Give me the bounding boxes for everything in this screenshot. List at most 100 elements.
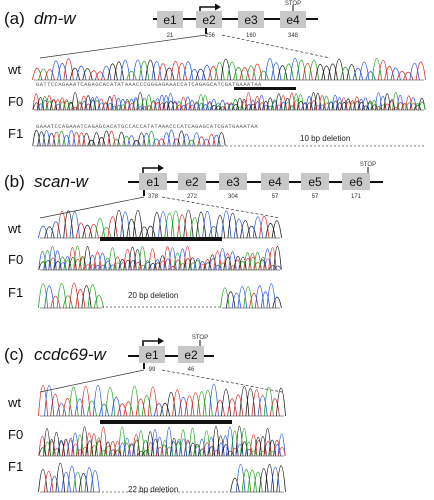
chromatogram-peak: [166, 392, 177, 417]
chromatogram-peak: [101, 227, 112, 239]
chromatogram-peak: [392, 106, 400, 111]
chromatogram-peak: [202, 442, 211, 457]
chromatogram-peak: [145, 94, 153, 111]
chromatogram-peak: [151, 438, 159, 457]
chromatogram-peak: [361, 105, 370, 111]
chromatogram-f1-right: [220, 283, 282, 309]
exon-label: e3: [226, 175, 240, 189]
chromatogram-peak: [75, 102, 84, 111]
chromatogram-peak: [87, 139, 96, 147]
chromatogram-peak: [58, 101, 66, 111]
chromatogram-peak: [251, 389, 262, 417]
chromatogram-peak: [92, 384, 103, 417]
chromatogram-peak: [289, 57, 301, 81]
chromatogram-peak: [43, 259, 52, 271]
chromatogram-peak: [126, 218, 137, 239]
chromatogram-peak: [254, 285, 265, 309]
tss-arrowhead: [215, 3, 221, 11]
chromatogram-peak: [52, 432, 61, 457]
exon-box: [139, 173, 167, 190]
chromatogram-peak: [207, 446, 216, 457]
chromatogram-peak: [133, 261, 142, 271]
chromatogram-peak: [147, 130, 156, 147]
chromatogram-peak: [133, 248, 142, 271]
chromatogram-peak: [98, 264, 107, 271]
exon-size: 272: [187, 194, 198, 200]
chromatogram-peak: [52, 448, 61, 457]
exon-size: 348: [288, 33, 299, 39]
chromatogram-peak: [268, 247, 277, 271]
chromatogram-peak: [63, 259, 72, 271]
chromatogram-peak: [266, 97, 274, 111]
chromatogram-peak: [44, 385, 55, 417]
chromatogram-peak: [141, 395, 152, 417]
chromatogram-peak: [139, 226, 150, 239]
chromatogram-peak: [253, 252, 262, 271]
chromatogram-peak: [62, 134, 71, 147]
chromatogram-peak: [227, 398, 238, 417]
chromatogram-peak: [126, 71, 137, 81]
chromatogram-peak: [56, 211, 68, 239]
chromatogram-peak: [253, 101, 261, 111]
chromatogram-peak: [233, 394, 244, 417]
chromatogram-peak: [153, 262, 162, 271]
chromatogram-peak: [145, 105, 153, 111]
chromatogram-peak: [377, 59, 389, 81]
chromatogram-peak: [270, 467, 281, 493]
chromatogram-peak: [203, 262, 212, 271]
chromatogram-peak: [265, 222, 276, 239]
chromatogram-peak: [166, 100, 175, 111]
zoom-line-right: [161, 369, 283, 393]
chromatogram-peak: [202, 211, 213, 239]
chromatogram-peak: [271, 62, 282, 81]
chromatogram-peak: [245, 65, 257, 81]
chromatogram-peak: [277, 446, 286, 457]
chromatogram-peak: [262, 104, 270, 111]
chromatogram-peak: [327, 101, 335, 111]
chromatogram-peak: [202, 390, 213, 417]
target-bar: [100, 237, 222, 241]
chromatogram-peak: [135, 398, 146, 417]
chromatogram-peak: [173, 259, 182, 271]
chromatogram-peak: [119, 104, 127, 111]
chromatogram-peak: [120, 211, 131, 239]
chromatogram-peak: [223, 256, 232, 271]
chromatogram-peak: [236, 97, 244, 111]
chromatogram-peak: [223, 102, 231, 111]
chromatogram-peak: [296, 94, 305, 111]
chromatogram-peak: [160, 402, 171, 417]
chromatogram-peak: [208, 225, 219, 239]
chromatogram-peak: [238, 256, 247, 271]
chromatogram-peak: [340, 66, 351, 81]
chromatogram-peak: [52, 131, 61, 147]
chromatogram-peak: [418, 101, 426, 111]
row-label-f0: F0: [8, 427, 23, 442]
chromatogram-peak: [82, 224, 93, 239]
chromatogram-peak: [117, 403, 128, 417]
zoom-line-right: [161, 196, 281, 219]
chromatogram-peak: [247, 469, 257, 493]
chromatogram-peak: [61, 440, 70, 457]
chromatogram-peak: [43, 250, 52, 271]
chromatogram-peak: [68, 256, 77, 271]
chromatogram-peak: [182, 61, 194, 81]
chromatogram-peak: [123, 401, 134, 417]
chromatogram-peak: [108, 264, 117, 271]
chromatogram-peak: [90, 433, 98, 457]
chromatogram-peak: [189, 217, 200, 239]
chromatogram-peak: [63, 210, 74, 239]
chromatogram-peak: [374, 92, 383, 111]
chromatogram-peak: [370, 104, 378, 111]
chromatogram-peak: [210, 104, 218, 111]
panel-b-gene-model: e1 378 e2 272 e3 304 e4 57 e5 57 e6 171 …: [39, 162, 383, 219]
exon-size: 21: [167, 33, 174, 39]
chromatogram-peak: [193, 445, 202, 457]
exon-size: 46: [188, 367, 195, 373]
tss-arrowhead: [158, 164, 164, 172]
panel-a: (a) dm-w e1 21 e2 256 e3 160 e4 348 STOP…: [4, 1, 426, 147]
chromatogram-peak: [233, 255, 242, 271]
chromatogram-peak: [258, 70, 269, 81]
chromatogram-peak: [147, 386, 158, 417]
exon-size: 378: [148, 194, 159, 200]
chromatogram-peak: [259, 450, 267, 457]
